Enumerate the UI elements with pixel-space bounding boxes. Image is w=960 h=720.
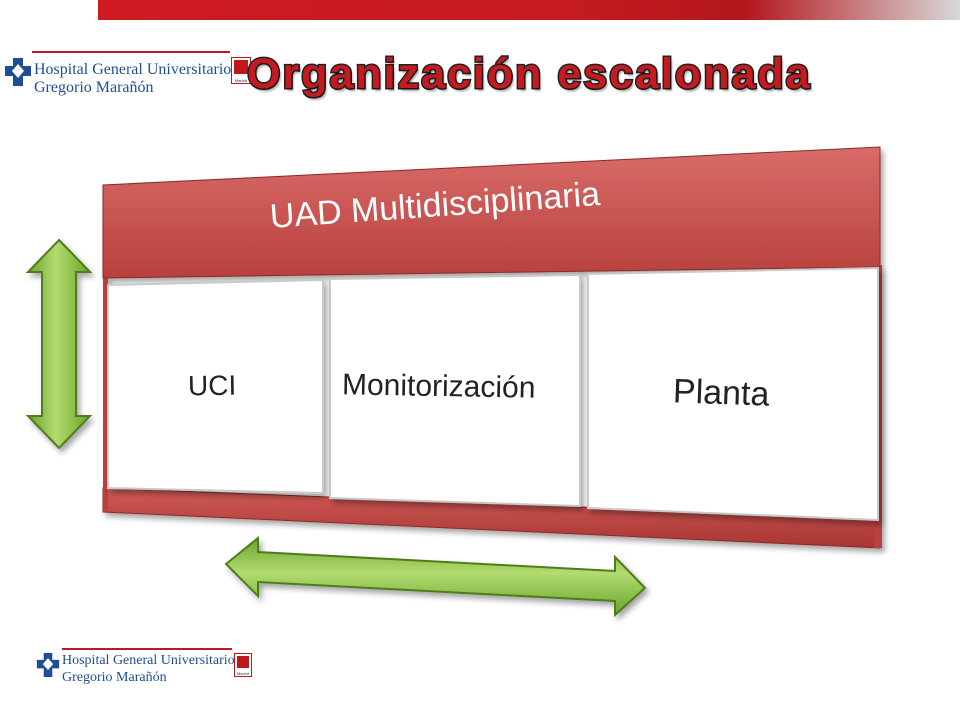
header-banner xyxy=(102,146,881,279)
unit-label-planta: Planta xyxy=(672,372,771,414)
top-decorative-band xyxy=(98,0,960,20)
unit-label-uci: UCI xyxy=(187,369,237,402)
unit-label-monitorizacion: Monitorización xyxy=(341,368,536,405)
cell-monitorizacion xyxy=(329,273,581,508)
horizontal-double-arrow-icon xyxy=(224,535,647,618)
cell-planta xyxy=(587,266,879,522)
logo-rule xyxy=(32,51,230,53)
logo-line-2: Gregorio Marañón xyxy=(62,670,167,685)
madrid-badge-bottom: Madrid xyxy=(234,653,252,677)
hospital-cross-icon xyxy=(5,58,31,86)
logo-line-1: Hospital General Universitario xyxy=(62,653,235,668)
diagram-side-left xyxy=(103,278,108,510)
madrid-badge-top: Madrid xyxy=(231,57,251,84)
hospital-cross-icon xyxy=(36,653,60,677)
cell-uci xyxy=(107,278,324,495)
logo-line-2: Gregorio Marañón xyxy=(34,79,154,96)
logo-rule xyxy=(62,648,232,650)
slide-title: Organización escalonada xyxy=(246,49,812,100)
hospital-logo-bottom: Hospital General Universitario Gregorio … xyxy=(36,648,235,690)
vertical-double-arrow-icon xyxy=(25,238,93,450)
hospital-logo-top: Hospital General Universitario Gregorio … xyxy=(4,50,232,100)
logo-line-1: Hospital General Universitario xyxy=(34,61,232,78)
